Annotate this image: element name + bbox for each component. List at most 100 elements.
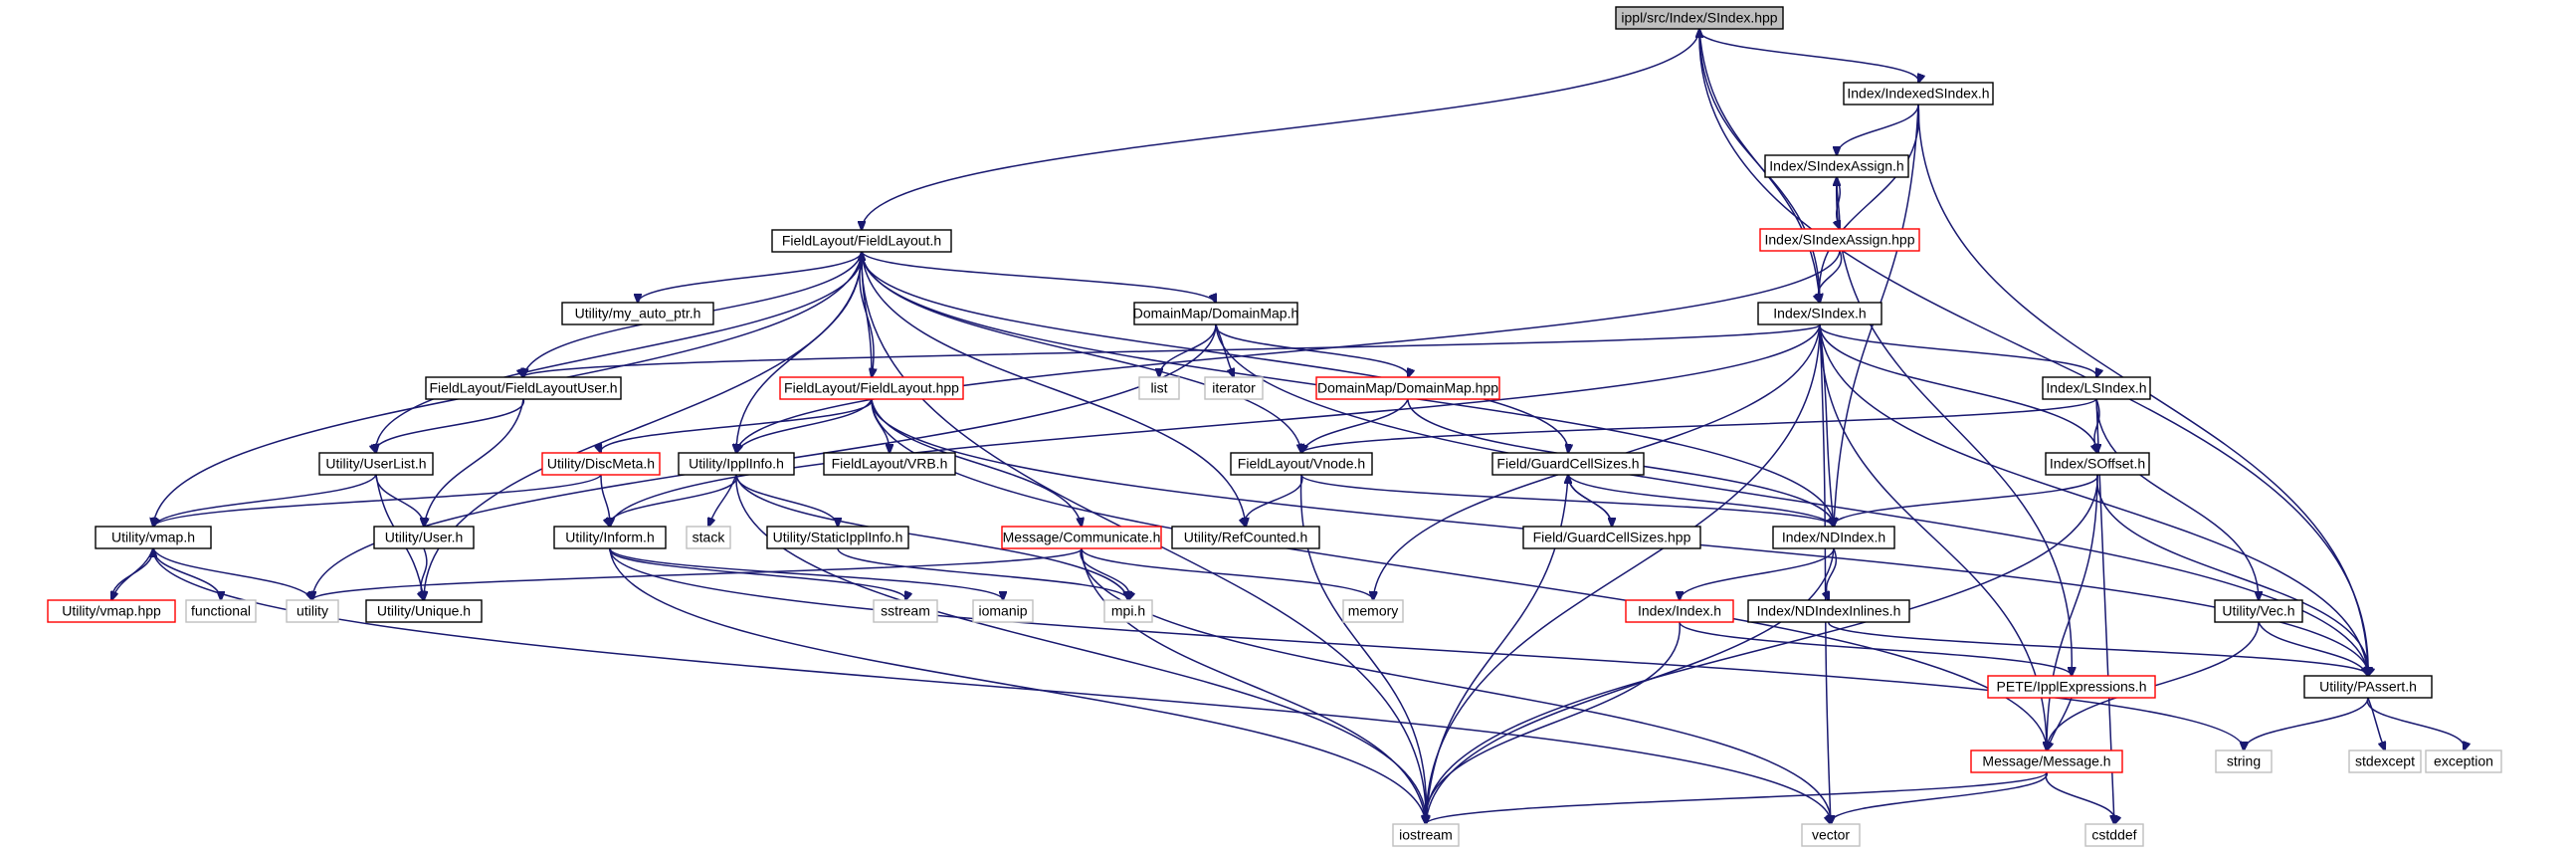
node-box[interactable] (2214, 599, 2303, 623)
node-box[interactable] (2042, 376, 2151, 400)
node-field-guardcellsizes-hpp[interactable]: Field/GuardCellSizes.hpp (1522, 526, 1701, 549)
node-utility-ipplinfo-h[interactable]: Utility/IpplInfo.h (678, 452, 795, 476)
node-box[interactable] (1970, 749, 2123, 773)
edge-discmeta-to-inform (600, 474, 610, 527)
node-box[interactable] (561, 302, 714, 325)
node-index-ndindex-h[interactable]: Index/NDIndex.h (1772, 526, 1895, 549)
node-message-communicate-h[interactable]: Message/Communicate.h (1001, 526, 1162, 549)
node-label: Index/IndexedSIndex.h (1847, 86, 1989, 102)
edge-index_h-to-pete (1679, 621, 2072, 676)
node-box[interactable] (1133, 302, 1298, 325)
node-box[interactable] (373, 526, 475, 549)
node-box[interactable] (2303, 675, 2433, 699)
edge-fieldlayoutuser-to-userlist (376, 398, 524, 453)
node-label: PETE/IpplExpressions.h (1997, 679, 2147, 695)
node-box[interactable] (1171, 526, 1320, 549)
node-box[interactable] (1843, 82, 1994, 106)
node-box[interactable] (2045, 452, 2150, 476)
node-field-guardcellsizes-h[interactable]: Field/GuardCellSizes.h (1491, 452, 1645, 476)
node-fieldlayout-vrb-h[interactable]: FieldLayout/VRB.h (823, 452, 956, 476)
node-index-ndindexinlines-h[interactable]: Index/NDIndexInlines.h (1747, 599, 1910, 623)
node-index-sindex-h[interactable]: Index/SIndex.h (1757, 302, 1882, 325)
node-label: memory (1348, 603, 1399, 619)
node-utility: utility (286, 599, 339, 623)
edge-communicate-to-vector (1081, 547, 1831, 824)
node-box[interactable] (1615, 6, 1784, 30)
node-index-soffset-h[interactable]: Index/SOffset.h (2045, 452, 2150, 476)
edge-message-to-vector (1831, 771, 2048, 824)
node-label: Utility/DiscMeta.h (547, 456, 655, 472)
node-box[interactable] (1491, 452, 1645, 476)
node-box[interactable] (1315, 376, 1500, 400)
node-utility-unique-h[interactable]: Utility/Unique.h (365, 599, 483, 623)
node-box[interactable] (1764, 154, 1909, 178)
node-label: Utility/StaticIpplInfo.h (773, 530, 903, 545)
node-label: exception (2434, 753, 2493, 769)
edge-ndindexinlines-to-passert (1828, 621, 2368, 676)
node-index-lsindex-h[interactable]: Index/LSIndex.h (2042, 376, 2151, 400)
node-utility-vmap-hpp[interactable]: Utility/vmap.hpp (47, 599, 176, 623)
node-domainmap-domainmap-h[interactable]: DomainMap/DomainMap.h (1133, 302, 1299, 325)
node-index-indexedsindex-h[interactable]: Index/IndexedSIndex.h (1843, 82, 1994, 106)
node-box[interactable] (771, 229, 952, 253)
node-index-index-h[interactable]: Index/Index.h (1625, 599, 1734, 623)
node-pete-ipplexpressions-h[interactable]: PETE/IpplExpressions.h (1987, 675, 2156, 699)
node-label: Message/Communicate.h (1003, 530, 1161, 545)
node-label: Utility/PAssert.h (2319, 679, 2417, 695)
node-index-sindexassign-h[interactable]: Index/SIndexAssign.h (1764, 154, 1909, 178)
node-label: Utility/Unique.h (377, 603, 471, 619)
node-box[interactable] (318, 452, 434, 476)
node-box[interactable] (1987, 675, 2156, 699)
node-message-message-h[interactable]: Message/Message.h (1970, 749, 2123, 773)
node-box[interactable] (1001, 526, 1162, 549)
node-index-sindexassign-hpp[interactable]: Index/SIndexAssign.hpp (1759, 228, 1920, 252)
edge-lsindex-to-vnode (1301, 398, 2097, 453)
node-box[interactable] (553, 526, 667, 549)
node-box[interactable] (1757, 302, 1882, 325)
node-utility-refcounted-h[interactable]: Utility/RefCounted.h (1171, 526, 1320, 549)
node-utility-discmeta-h[interactable]: Utility/DiscMeta.h (541, 452, 661, 476)
node-fieldlayout-vnode-h[interactable]: FieldLayout/Vnode.h (1230, 452, 1373, 476)
node-label: list (1150, 380, 1167, 396)
node-utility-user-h[interactable]: Utility/User.h (373, 526, 475, 549)
node-label: utility (297, 603, 328, 619)
node-box[interactable] (1747, 599, 1910, 623)
node-box[interactable] (541, 452, 661, 476)
node-box[interactable] (1772, 526, 1895, 549)
node-box[interactable] (1759, 228, 1920, 252)
edge-domainmap_hpp-to-vnode (1301, 398, 1409, 453)
node-box[interactable] (1522, 526, 1701, 549)
node-utility-passert-h[interactable]: Utility/PAssert.h (2303, 675, 2433, 699)
node-utility-my-auto-ptr-h[interactable]: Utility/my_auto_ptr.h (561, 302, 714, 325)
node-utility-staticipplinfo-h[interactable]: Utility/StaticIpplInfo.h (766, 526, 909, 549)
node-box[interactable] (95, 526, 212, 549)
node-box[interactable] (779, 376, 964, 400)
node-box (286, 599, 339, 623)
node-label: Index/SIndexAssign.h (1769, 158, 1903, 174)
node-fieldlayout-fieldlayoutuser-h[interactable]: FieldLayout/FieldLayoutUser.h (425, 376, 622, 400)
node-box[interactable] (766, 526, 909, 549)
node-fieldlayout-fieldlayout-hpp[interactable]: FieldLayout/FieldLayout.hpp (779, 376, 964, 400)
node-box[interactable] (823, 452, 956, 476)
node-label: DomainMap/DomainMap.h (1133, 306, 1299, 321)
node-box[interactable] (678, 452, 795, 476)
node-box[interactable] (425, 376, 622, 400)
node-box[interactable] (47, 599, 176, 623)
node-domainmap-domainmap-hpp[interactable]: DomainMap/DomainMap.hpp (1315, 376, 1500, 400)
node-box[interactable] (1230, 452, 1373, 476)
node-utility-vmap-h[interactable]: Utility/vmap.h (95, 526, 212, 549)
edge-vnode-to-ndindex (1300, 474, 1834, 527)
node-box[interactable] (365, 599, 483, 623)
node-fieldlayout-fieldlayout-h[interactable]: FieldLayout/FieldLayout.h (771, 229, 952, 253)
node-stdexcept: stdexcept (2348, 749, 2422, 773)
node-ippl-src-index-sindex-hpp[interactable]: ippl/src/Index/SIndex.hpp (1615, 6, 1784, 30)
node-utility-userlist-h[interactable]: Utility/UserList.h (318, 452, 434, 476)
node-utility-inform-h[interactable]: Utility/Inform.h (553, 526, 667, 549)
node-box[interactable] (1625, 599, 1734, 623)
edge-fieldlayout_hpp-to-message (871, 398, 2047, 750)
edge-guardcellsizes_hpp-to-guardcellsizes_h (1568, 475, 1613, 528)
edge-sindex_h-to-fieldlayoutuser (523, 323, 1821, 377)
node-box (1103, 599, 1153, 623)
node-utility-vec-h[interactable]: Utility/Vec.h (2214, 599, 2303, 623)
